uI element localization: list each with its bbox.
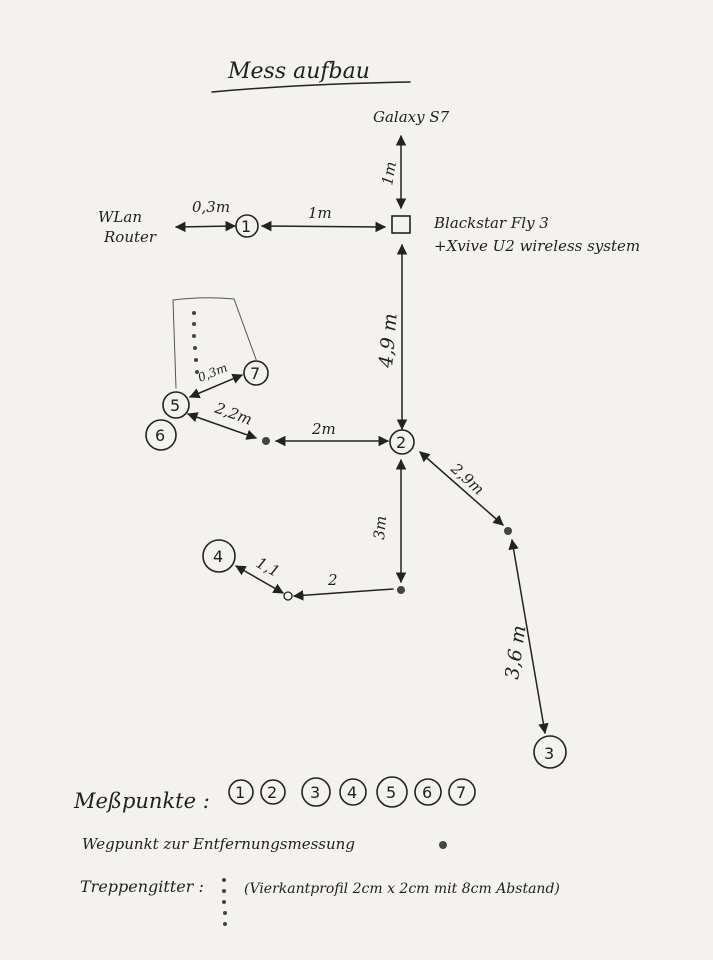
amp-label-line2: +Xvive U2 wireless system: [434, 237, 640, 255]
legend-stair-label: Treppengitter :: [80, 877, 204, 896]
title-underline: [211, 81, 411, 93]
legend-point-3-circle: [301, 777, 331, 807]
point-7-circle: [243, 360, 269, 386]
line-p2-way3: [419, 451, 504, 526]
dist-router-p1: 0,3m: [192, 198, 230, 216]
legend-point-1-circle: [228, 779, 254, 805]
point-2-label: 2: [396, 433, 406, 452]
waypoint-3: [504, 527, 512, 535]
point-1-label: 1: [241, 217, 251, 236]
legend-waypoint-label: Wegpunkt zur Entfernungsmessung: [82, 835, 355, 853]
legend-point-5-circle: [376, 776, 408, 808]
stair-railing-dots: [192, 311, 199, 374]
legend-stair-description: (Vierkantprofil 2cm x 2cm mit 8cm Abstan…: [244, 881, 560, 897]
stair-railing-outline: [172, 297, 258, 389]
legend-point-5-label: 5: [386, 783, 396, 802]
legend-point-3-label: 3: [310, 783, 320, 802]
legend-waypoint-dot: [439, 841, 447, 849]
point-6-label: 6: [155, 426, 165, 445]
waypoint-1: [262, 437, 270, 445]
router-label-line1: WLan: [98, 208, 142, 226]
waypoint-2: [397, 586, 405, 594]
dist-way3-p3: 3,6 m: [501, 624, 530, 681]
router-label-line2: Router: [103, 228, 157, 246]
legend-point-4-label: 4: [347, 783, 357, 802]
line-p1-amp: [260, 220, 387, 233]
amplifier-box: [391, 215, 411, 234]
dist-p5-p7: 0,3m: [196, 360, 229, 384]
point-5-circle: [162, 391, 190, 419]
legend-point-1-label: 1: [235, 783, 245, 802]
dist-p2-way2: 3m: [370, 515, 390, 540]
point-3-circle: [533, 735, 567, 769]
dist-p2-way1: 2m: [311, 420, 336, 438]
legend-point-2-circle: [260, 779, 286, 805]
point-3-label: 3: [544, 744, 554, 763]
point-7-label: 7: [250, 364, 260, 383]
point-1-circle: [235, 214, 259, 238]
point-4-circle: [202, 539, 236, 573]
legend-point-4-circle: [339, 778, 367, 806]
legend-stair-dots: [222, 878, 227, 926]
line-way2-way4: [292, 588, 394, 601]
legend-points-label: Meßpunkte :: [73, 789, 210, 813]
point-5-label: 5: [170, 396, 180, 415]
dist-way4-p4: 1,1: [253, 554, 283, 581]
dist-phone-amp: 1m: [378, 160, 400, 187]
amp-label-line1: Blackstar Fly 3: [433, 214, 549, 232]
line-p5-p7: [189, 373, 243, 399]
waypoint-4: [283, 591, 293, 601]
diagram-title: Mess aufbau: [227, 59, 370, 84]
legend-point-6-label: 6: [422, 783, 432, 802]
legend-point-circles: 1 2 3 4 5 6 7: [228, 776, 476, 808]
legend-point-7-circle: [448, 778, 476, 806]
line-way3-p3: [508, 538, 549, 735]
point-4-label: 4: [213, 547, 223, 566]
dist-p1-amp: 1m: [308, 204, 332, 222]
line-way1-p5: [187, 412, 257, 440]
dist-amp-p2: 4,9 m: [375, 312, 402, 369]
line-way4-p4: [235, 565, 284, 594]
dist-way2-way4: 2: [327, 571, 338, 589]
legend-point-6-circle: [414, 778, 442, 806]
legend-point-2-label: 2: [267, 783, 277, 802]
line-router-p1: [174, 220, 237, 233]
point-2-circle: [389, 429, 415, 455]
point-6-circle: [145, 419, 177, 451]
phone-label: Galaxy S7: [373, 108, 450, 126]
legend-point-7-label: 7: [456, 783, 466, 802]
